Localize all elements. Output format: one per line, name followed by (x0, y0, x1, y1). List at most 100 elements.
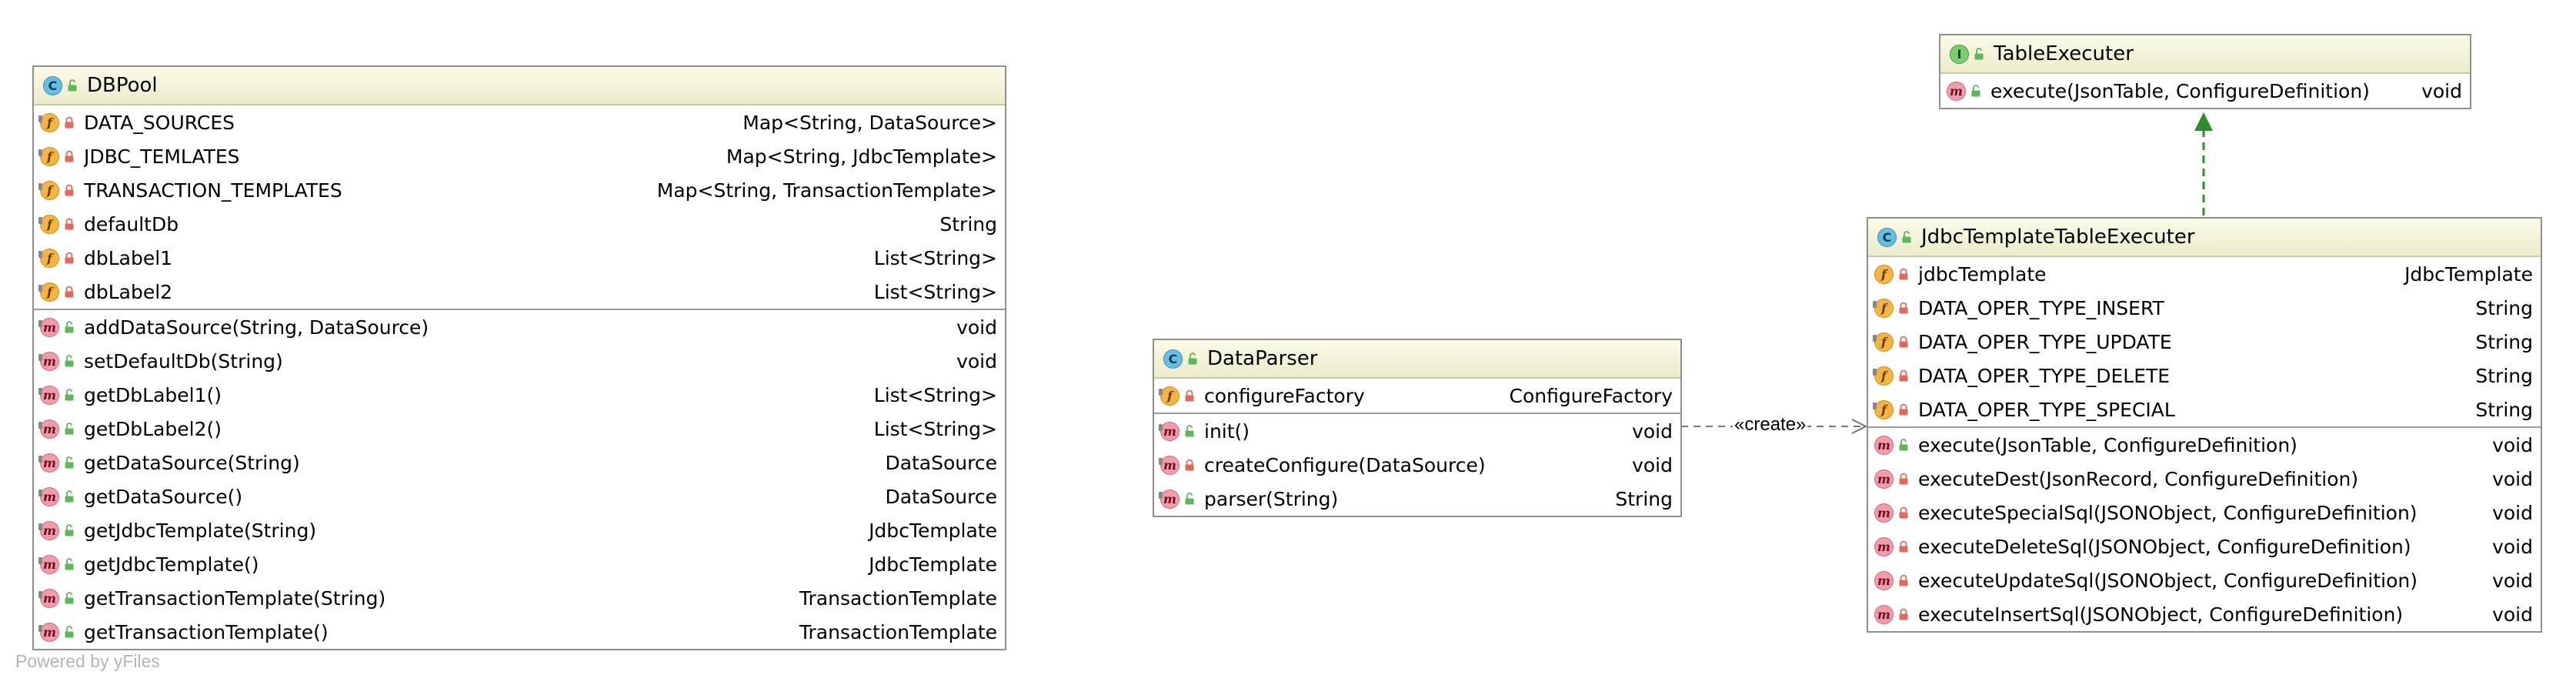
method-type: void (2492, 501, 2533, 524)
field-icon: f (1873, 399, 1894, 419)
class-icon: C (1163, 349, 1183, 369)
field-icon: f (1873, 298, 1894, 318)
method-icon: m (38, 588, 59, 608)
method-name: createConfigure(DataSource) (1204, 453, 1486, 476)
field-row[interactable]: f dbLabel1 List<String> (34, 241, 1005, 275)
method-icon: m (38, 520, 59, 540)
field-icon: f (1159, 386, 1180, 406)
method-row[interactable]: m getTransactionTemplate(String) Transacti… (34, 581, 1005, 615)
field-type: Map<String, JdbcTemplate> (726, 145, 997, 168)
create-label: «create» (1733, 414, 1808, 436)
public-lock-icon (1184, 423, 1195, 439)
field-type: List<String> (873, 246, 997, 269)
method-name: getTransactionTemplate() (84, 620, 329, 643)
field-name: jdbcTemplate (1918, 262, 2047, 286)
class-header[interactable]: C JdbcTemplateTableExecuter (1868, 219, 2541, 257)
method-icon: m (1874, 536, 1894, 556)
method-type: void (2492, 467, 2533, 490)
method-type: void (1632, 453, 1673, 476)
method-row[interactable]: m executeUpdateSql(JSONObject, ConfigureD… (1868, 563, 2541, 597)
public-lock-icon (64, 489, 75, 504)
method-name: getJdbcTemplate() (84, 553, 259, 576)
public-lock-icon (1898, 437, 1909, 453)
method-icon: m (1874, 570, 1894, 590)
class-icon: C (1877, 227, 1897, 247)
private-lock-icon (1898, 471, 1909, 486)
public-visibility-icon (1974, 46, 1984, 62)
method-icon: m (38, 351, 59, 371)
class-name: JdbcTemplateTableExecuter (1921, 226, 2195, 249)
method-type: void (2421, 79, 2462, 102)
public-visibility-icon (67, 78, 78, 93)
class-icon: C (43, 75, 62, 95)
field-icon: f (38, 248, 59, 268)
method-name: executeDeleteSql(JSONObject, ConfigureDe… (1918, 535, 2411, 558)
private-lock-icon (1184, 457, 1195, 473)
field-type: List<String> (873, 280, 997, 303)
field-name: dbLabel1 (84, 246, 173, 269)
interface-icon: I (1950, 44, 1969, 64)
method-icon: m (38, 317, 59, 337)
method-type: TransactionTemplate (799, 586, 997, 610)
method-name: getDbLabel2() (84, 417, 222, 440)
method-name: getTransactionTemplate(String) (84, 586, 386, 610)
field-name: DATA_OPER_TYPE_SPECIAL (1918, 398, 2175, 421)
public-lock-icon (64, 624, 75, 640)
method-type: void (2492, 433, 2533, 456)
method-icon: m (1874, 469, 1894, 489)
field-icon: f (38, 180, 59, 200)
field-type: JdbcTemplate (2404, 262, 2533, 286)
method-icon: m (1874, 503, 1894, 523)
public-lock-icon (64, 387, 75, 403)
field-name: JDBC_TEMLATES (84, 145, 240, 168)
field-type: String (2475, 364, 2533, 387)
field-icon: f (1873, 332, 1894, 352)
private-lock-icon (1898, 606, 1909, 622)
method-name: executeUpdateSql(JSONObject, ConfigureDe… (1918, 569, 2418, 592)
method-type: void (956, 316, 997, 339)
method-icon: m (38, 453, 59, 473)
private-lock-icon (64, 284, 75, 299)
class-box-jdbctemplatetableexecuter[interactable]: C JdbcTemplateTableExecuter f jdbcTemplate J… (1867, 217, 2542, 633)
private-lock-icon (1898, 300, 1909, 316)
method-name: getJdbcTemplate(String) (84, 519, 317, 542)
method-row[interactable]: m executeDeleteSql(JSONObject, ConfigureD… (1868, 530, 2541, 563)
public-lock-icon (64, 523, 75, 538)
